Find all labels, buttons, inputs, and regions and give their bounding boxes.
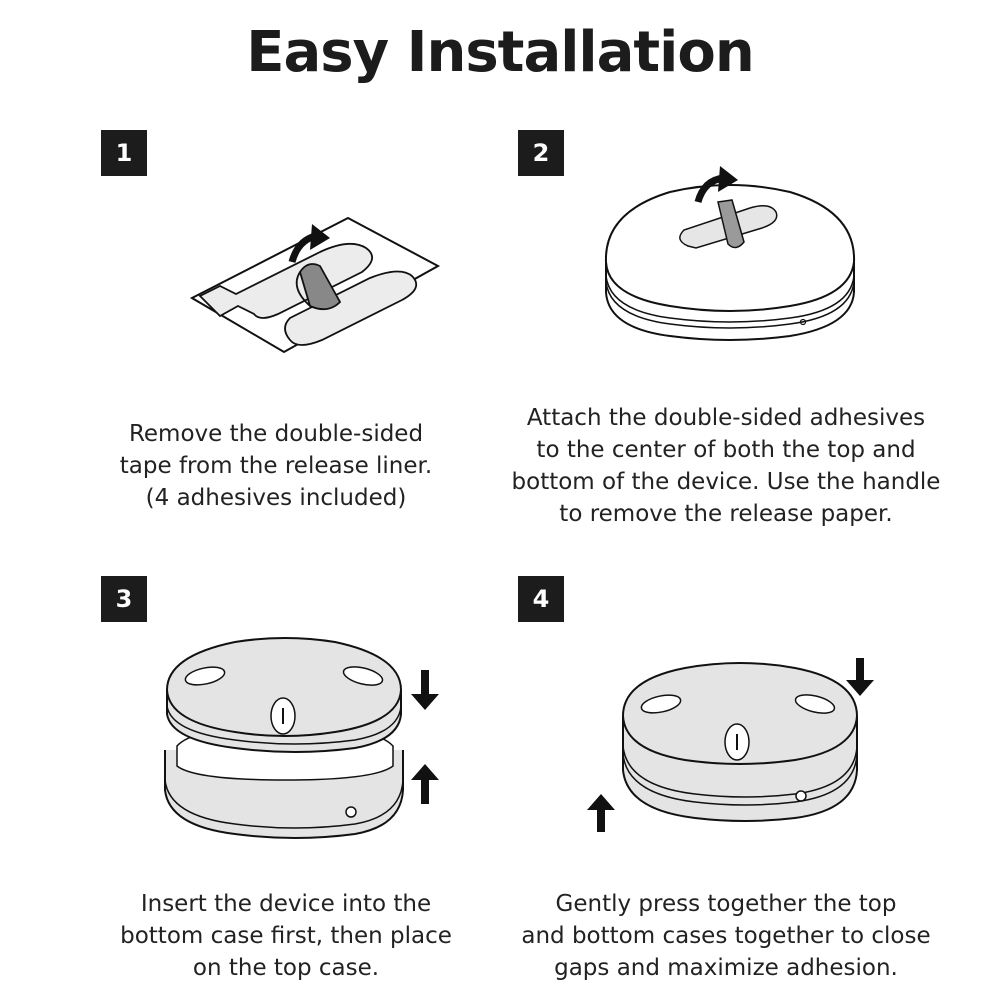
step-3-line-2: bottom case first, then place [120,923,452,949]
step-2-line-2: to the center of both the top and [536,437,916,463]
step-3-caption: Insert the device into the bottom case f… [86,888,486,984]
step-2-line-3: bottom of the device. Use the handle [511,469,941,495]
adhesive-liner-icon [180,210,450,360]
step-1-line-1: Remove the double-sided [128,421,424,447]
case-press-icon [575,650,885,840]
step-3-line-3: on the top case. [192,955,380,981]
step-2-badge: 2 [518,130,564,176]
device-with-adhesive-icon [600,160,860,350]
step-2-line-1: Attach the double-sided adhesives [526,405,926,431]
step-4-line-3: gaps and maximize adhesion. [554,955,898,981]
step-1-line-3: (4 adhesives included) [145,485,407,511]
case-insert-icon [155,630,455,850]
step-1-line-2: tape from the release liner. [119,453,433,479]
step-4-line-1: Gently press together the top [555,891,897,917]
step-2-line-4: to remove the release paper. [559,501,893,527]
step-2-caption: Attach the double-sided adhesives to the… [506,402,946,530]
step-1-caption: Remove the double-sided tape from the re… [76,418,476,514]
step-1-badge: 1 [101,130,147,176]
step-3-badge: 3 [101,576,147,622]
step-3-line-1: Insert the device into the [140,891,432,917]
step-4-caption: Gently press together the top and bottom… [506,888,946,984]
step-4-line-2: and bottom cases together to close [521,923,931,949]
step-4-badge: 4 [518,576,564,622]
page-title: Easy Installation [246,20,754,85]
